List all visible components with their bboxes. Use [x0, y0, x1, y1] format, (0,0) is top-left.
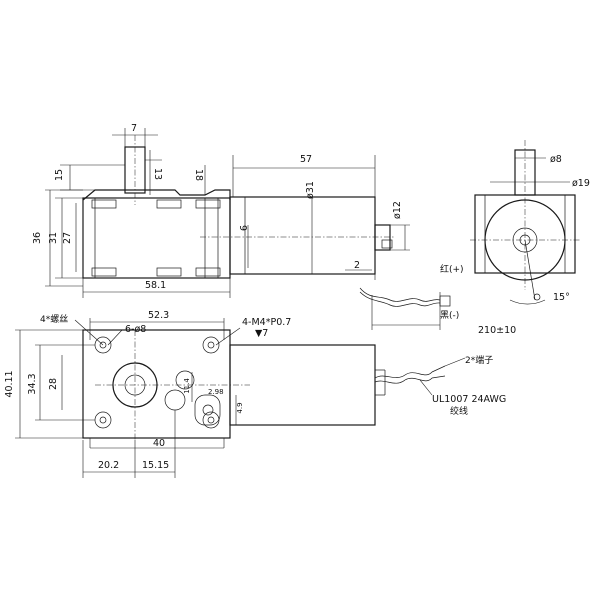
dim-body-31: 31 — [48, 232, 59, 244]
wire-red-label: 红(+) — [440, 263, 464, 275]
dim-overall-height: 36 — [32, 232, 43, 244]
dim-head-height: 18 — [193, 169, 204, 181]
wire-red — [359, 287, 441, 302]
dim-offset-2: 2 — [354, 260, 360, 271]
top-motor — [229, 344, 376, 426]
dim-49: 4.9 — [236, 402, 244, 413]
dim-motor-length: 57 — [300, 154, 312, 165]
dim-screw-spacing: 52.3 — [148, 310, 169, 321]
dim-height-28: 28 — [48, 378, 59, 390]
dim-width-40: 40 — [153, 438, 165, 449]
screw-hole-tr — [202, 336, 220, 354]
top-wire — [374, 371, 433, 379]
top-view: 52.3 4*螺丝 6-ø8 4-M4*P0.7 ▼7 40.11 34.3 2… — [4, 310, 506, 478]
dim-width-15: 15.15 — [142, 460, 169, 471]
dim-motor-dia: ø31 — [305, 181, 316, 199]
dim-shaft-top: 15 — [54, 169, 65, 181]
thread-spec: 4-M4*P0.7 — [242, 317, 291, 328]
dim-gearbox-dia: ø19 — [572, 178, 590, 189]
dim-298: 2.98 — [208, 388, 224, 396]
dim-angle: 15° — [553, 292, 570, 303]
dim-offset-9: 9 — [237, 225, 248, 231]
end-cap — [374, 224, 391, 251]
dim-shaft-dia: ø8 — [550, 154, 562, 165]
dim-width-20: 20.2 — [98, 460, 119, 471]
dim-shaft-width: 7 — [131, 123, 137, 134]
gearbox-body — [82, 197, 231, 279]
dim-height-40: 40.11 — [4, 370, 15, 397]
twisted-label: 绞线 — [450, 405, 468, 417]
dim-gearbox-length: 58.1 — [145, 280, 166, 291]
dim-height-34: 34.3 — [27, 373, 38, 394]
dim-body-27: 27 — [62, 232, 73, 244]
side-view: 15° ø8 ø19 — [470, 140, 590, 305]
dim-shaft-height: 13 — [152, 168, 163, 180]
screw-hole-bl — [94, 411, 112, 429]
dim-cap-dia: ø12 — [392, 201, 403, 219]
wire-black-label: 黑(-) — [440, 310, 459, 321]
wire-black — [359, 291, 441, 307]
screw-label: 4*螺丝 — [40, 313, 68, 325]
cable-length: 210±10 — [478, 325, 516, 336]
front-view: 7 13 15 57 18 ø31 ø12 9 2 — [32, 123, 516, 336]
terminal-label: 2*端子 — [465, 354, 493, 366]
dim-11: 11.4 — [183, 378, 191, 394]
thread-depth: ▼7 — [255, 328, 268, 339]
wire-spec: UL1007 24AWG — [432, 394, 506, 405]
hole-spec: 6-ø8 — [125, 324, 146, 335]
